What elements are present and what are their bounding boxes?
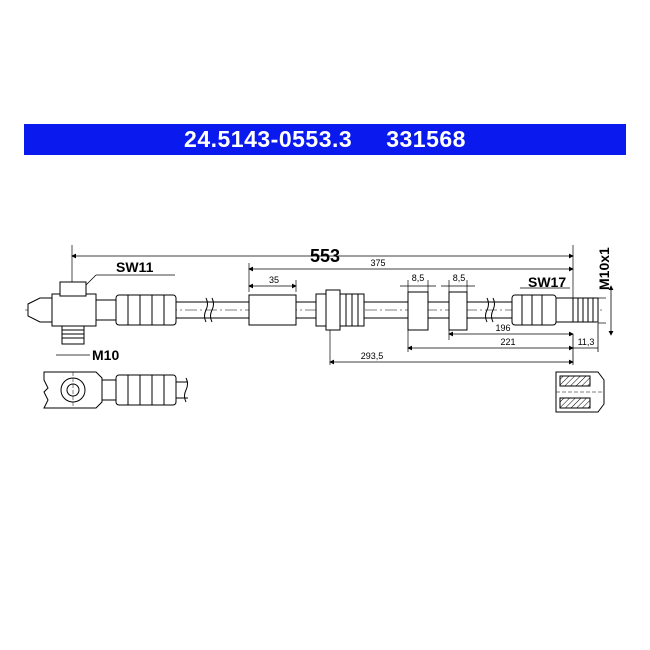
dim-8-5-a-label: 8,5 bbox=[412, 273, 425, 283]
left-crimp bbox=[115, 294, 177, 326]
break-mark-right bbox=[485, 297, 495, 323]
clip-b bbox=[448, 291, 468, 331]
sw17-label: SW17 bbox=[528, 274, 566, 290]
m10-label: M10 bbox=[92, 347, 119, 363]
right-hex-sw17 bbox=[555, 297, 574, 323]
thread-section-detail bbox=[555, 371, 605, 413]
part-number: 24.5143-0553.3 bbox=[184, 126, 353, 152]
right-thread bbox=[572, 297, 599, 323]
dim-375-label: 375 bbox=[370, 258, 385, 268]
dim-11-3-label: 11,3 bbox=[578, 337, 595, 347]
section-hatch-top bbox=[559, 375, 591, 387]
sw11-label: SW11 bbox=[116, 259, 154, 275]
sw11-leader-stub bbox=[85, 274, 97, 286]
side-break-mark bbox=[184, 377, 188, 403]
bracket-collar-a bbox=[315, 293, 327, 327]
banjo-tip bbox=[27, 297, 53, 323]
dim-221-label: 221 bbox=[500, 337, 515, 347]
banjo-bolt-head bbox=[59, 281, 87, 297]
dim-293-5-label: 293,5 bbox=[361, 351, 384, 361]
hose-assembly bbox=[25, 281, 605, 345]
banjo-side-view bbox=[43, 371, 188, 409]
clip-a bbox=[407, 291, 429, 331]
reference-number: 331568 bbox=[386, 126, 466, 152]
banjo-bolt-thread bbox=[61, 325, 85, 345]
m10x1-label: M10x1 bbox=[596, 247, 612, 290]
dim-196-label: 196 bbox=[495, 323, 510, 333]
dim-35-label: 35 bbox=[269, 275, 279, 285]
right-crimp bbox=[511, 294, 557, 326]
dim-553-label: 553 bbox=[310, 246, 340, 266]
title-banner: 24.5143-0553.3 331568 bbox=[24, 124, 626, 155]
break-mark-left bbox=[204, 297, 214, 323]
section-hatch-bottom bbox=[559, 397, 591, 409]
left-ferrule bbox=[95, 299, 117, 321]
side-ferrule bbox=[101, 379, 117, 401]
bracket-collar-b bbox=[325, 289, 341, 331]
side-crimp bbox=[115, 374, 177, 406]
dim-8-5-b-label: 8,5 bbox=[453, 273, 466, 283]
dimension-lines bbox=[56, 253, 614, 365]
protective-sleeve bbox=[248, 294, 297, 326]
banjo-body bbox=[51, 293, 97, 327]
